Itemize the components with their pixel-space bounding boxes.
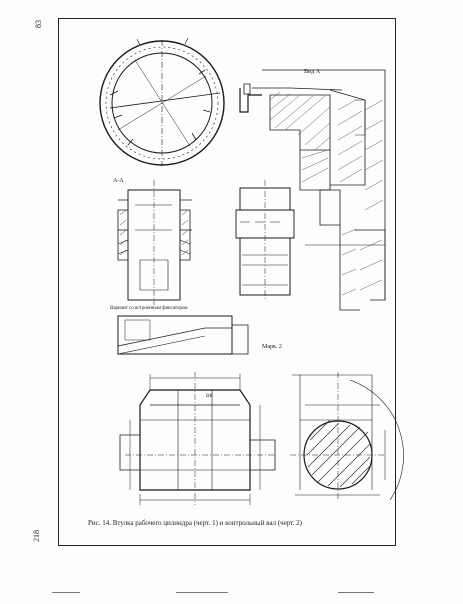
dimension-label: ВК <box>206 394 213 399</box>
sleeve-drawing <box>235 180 295 300</box>
bushing-hatch <box>119 209 189 256</box>
bushing-section-drawing <box>117 180 192 305</box>
wedge-profile-drawing <box>117 315 249 355</box>
bottom-rule <box>338 592 374 593</box>
mark-label: Марк. 2 <box>262 344 282 350</box>
pipe-and-casting-drawing <box>239 69 386 311</box>
check-shaft-hatch <box>306 419 371 488</box>
section-label: А-А <box>113 178 124 184</box>
view-a-label: Вид А <box>304 69 321 75</box>
variant-note: Вариант со встроенным фиксатором <box>110 306 188 311</box>
page-frame <box>58 18 396 546</box>
figure-caption: Рис. 14. Втулка рабочего цилиндра (черт.… <box>88 519 302 527</box>
ring-section-drawing <box>99 37 225 166</box>
stepped-part-dimensions <box>129 374 261 505</box>
casting-hatch <box>269 91 384 296</box>
stepped-part-drawing <box>119 372 276 505</box>
bottom-rule <box>52 592 80 593</box>
check-shaft-drawing <box>290 372 404 501</box>
bottom-rule <box>176 592 228 593</box>
